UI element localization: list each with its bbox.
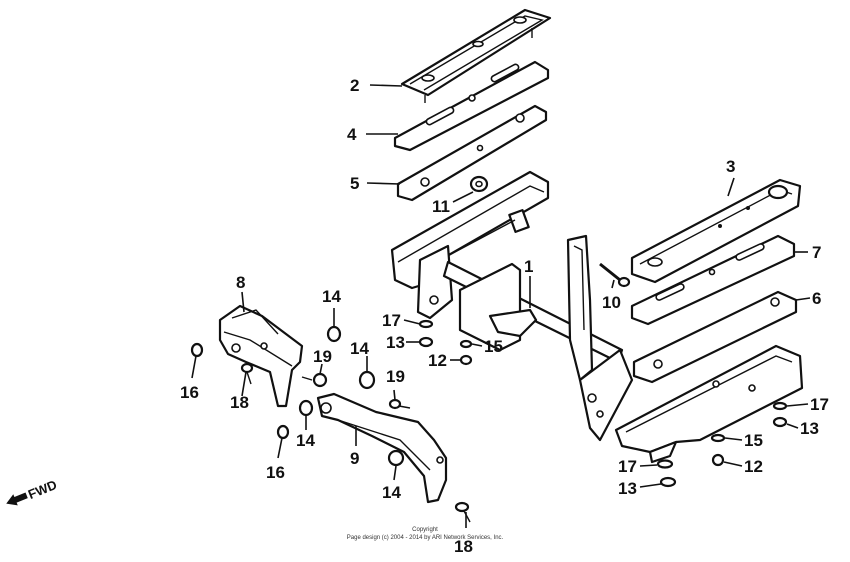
callout-3: 3 [726, 157, 735, 176]
callout-18-b: 18 [454, 537, 473, 556]
callout-15-right: 15 [744, 431, 763, 450]
callout-15-left: 15 [484, 337, 503, 356]
leader-lines [191, 84, 811, 528]
part-2-rail-cover [400, 8, 552, 103]
callout-2: 2 [350, 76, 359, 95]
callout-14-b: 14 [350, 339, 369, 358]
callout-8: 8 [236, 273, 245, 292]
hardware-fasteners [190, 262, 788, 523]
callout-16-a: 16 [180, 383, 199, 402]
callout-18-a: 18 [230, 393, 249, 412]
callout-9: 9 [350, 449, 359, 468]
callout-14-a: 14 [322, 287, 341, 306]
callout-5: 5 [350, 174, 359, 193]
part-4-slotted-plate [393, 60, 550, 152]
callout-12-left: 12 [428, 351, 447, 370]
part-7-right-slotted-plate [630, 234, 796, 326]
callout-4: 4 [347, 125, 357, 144]
callout-7: 7 [812, 243, 821, 262]
right-seat-rail [614, 344, 804, 464]
callout-11: 11 [432, 197, 450, 216]
fwd-label: FWD [26, 477, 59, 502]
callout-10: 10 [602, 293, 621, 312]
callout-16-b: 16 [266, 463, 285, 482]
callout-13-bottom: 13 [618, 479, 637, 498]
fwd-arrow-icon [6, 492, 28, 506]
callout-1: 1 [524, 257, 533, 276]
callout-14-c: 14 [296, 431, 315, 450]
callout-labels: 1 2 3 4 5 6 7 8 9 10 11 12 12 13 13 13 1… [180, 76, 829, 556]
callout-12-right: 12 [744, 457, 763, 476]
callout-13-left: 13 [386, 333, 405, 352]
callout-17-left: 17 [382, 311, 401, 330]
fwd-arrow: FWD [6, 477, 59, 506]
copyright-line-1: Copyright [412, 527, 438, 533]
callout-17-right: 17 [810, 395, 829, 414]
part-8-left-bracket [218, 304, 304, 408]
callout-17-bottom: 17 [618, 457, 637, 476]
callout-6: 6 [812, 289, 821, 308]
copyright-notice: Copyright Page design (c) 2004 - 2014 by… [347, 527, 504, 541]
callout-13-right: 13 [800, 419, 819, 438]
part-6-right-lower-plate [632, 290, 798, 384]
callout-19-b: 19 [386, 367, 405, 386]
left-seat-rail [390, 170, 550, 320]
part-1-main-frame [442, 234, 634, 442]
part-3-right-rail-cover [630, 178, 802, 284]
callout-14-d: 14 [382, 483, 401, 502]
part-9-lower-bracket [316, 392, 448, 504]
callout-19-a: 19 [313, 347, 332, 366]
copyright-line-2: Page design (c) 2004 - 2014 by ARI Netwo… [347, 535, 504, 541]
part-11-nut [469, 175, 489, 193]
part-5-lower-plate [396, 104, 548, 202]
